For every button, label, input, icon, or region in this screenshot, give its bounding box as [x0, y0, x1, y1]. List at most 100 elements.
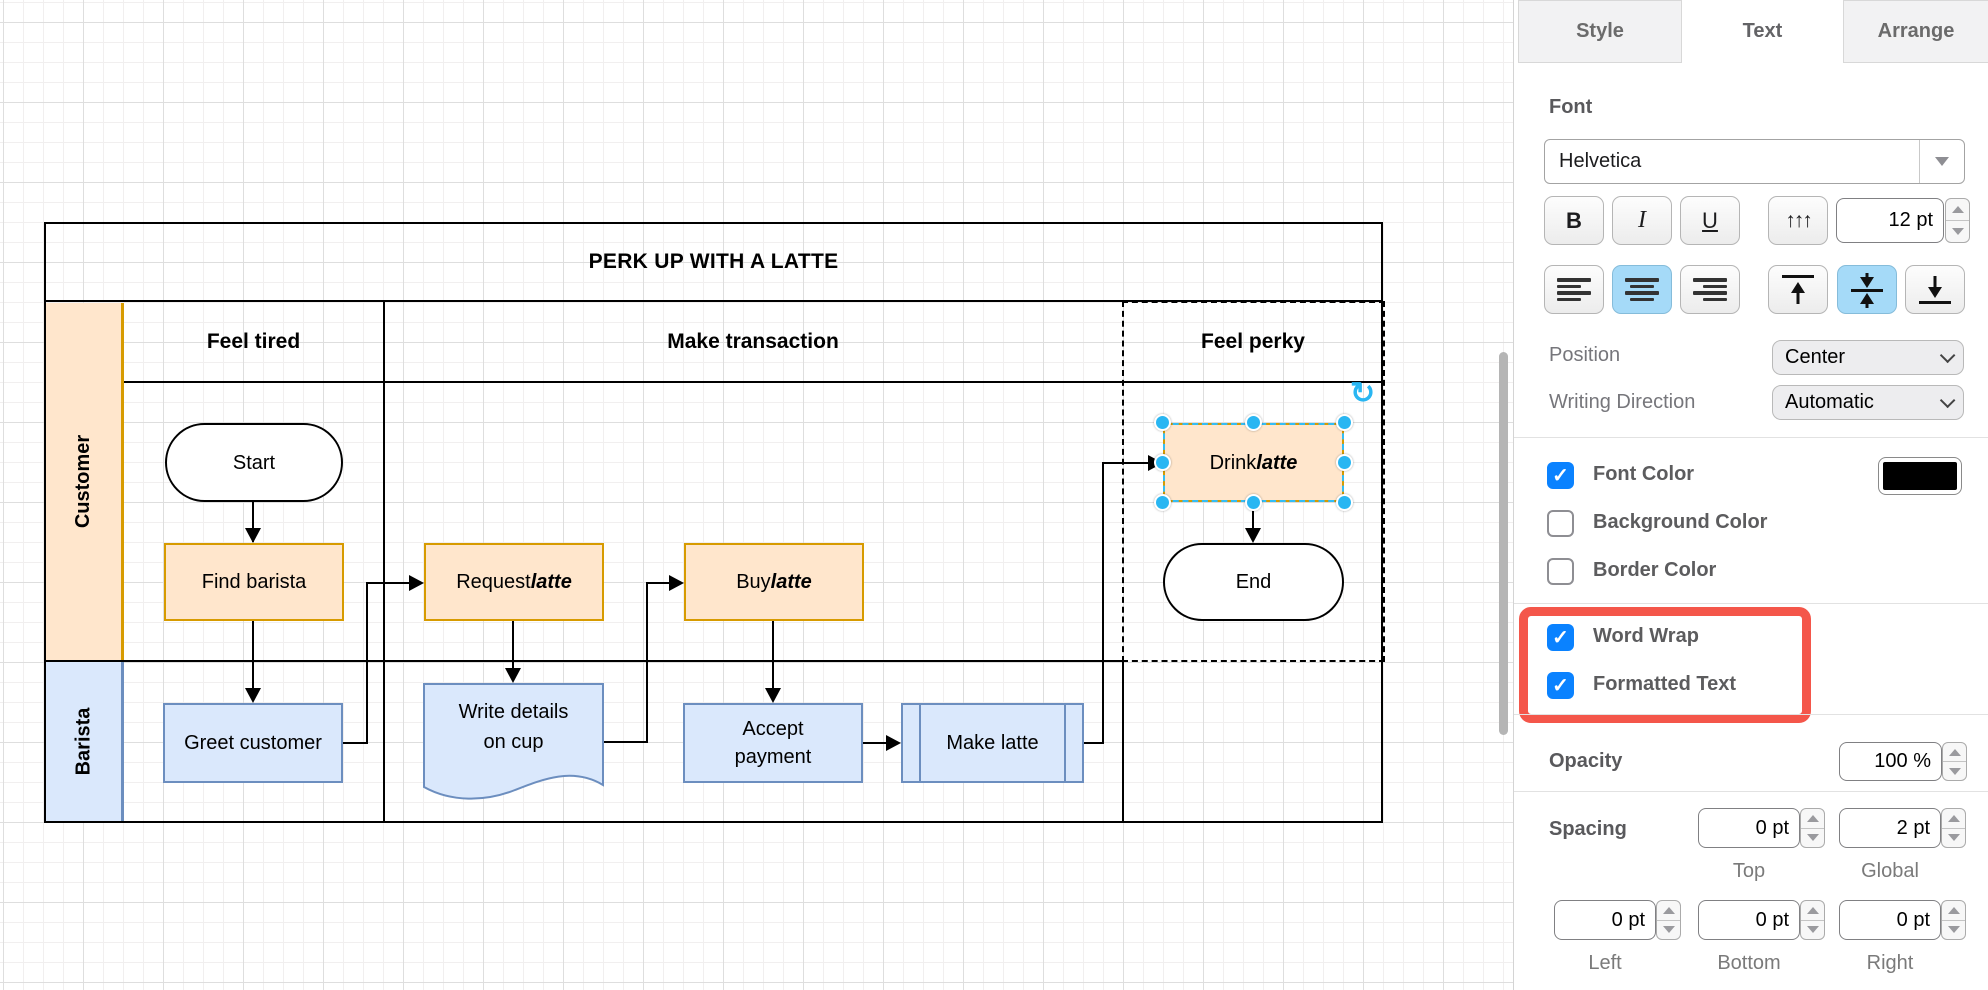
connector-write-buy[interactable] [646, 582, 670, 584]
selection-handle-sw[interactable] [1154, 494, 1171, 511]
phase-make-transaction[interactable]: Make transaction [383, 302, 1123, 382]
node-find-barista[interactable]: Find barista [164, 543, 344, 621]
node-greet-customer[interactable]: Greet customer [163, 703, 343, 783]
align-center-button[interactable] [1612, 265, 1672, 314]
selection-handle-ne[interactable] [1336, 414, 1353, 431]
lane-barista[interactable]: Barista [46, 662, 124, 821]
subprocess-bar [919, 705, 921, 781]
selection-handle-w[interactable] [1154, 454, 1171, 471]
connector-make-drink[interactable] [1102, 462, 1149, 464]
diagram-canvas[interactable]: PERK UP WITH A LATTE Customer Barista Fe… [0, 0, 1513, 990]
stepper-up-icon[interactable] [1946, 199, 1969, 220]
connector-write-buy[interactable] [604, 741, 648, 743]
stepper-up-icon[interactable] [1942, 901, 1965, 920]
position-select[interactable]: Center [1772, 340, 1964, 375]
connector-write-buy[interactable] [646, 582, 648, 743]
node-buy-latte[interactable]: Buy latte [684, 543, 864, 621]
spacing-right-stepper[interactable] [1941, 900, 1966, 940]
formatted-text-checkbox[interactable]: ✓ [1547, 672, 1574, 699]
underline-button[interactable]: U [1680, 196, 1740, 245]
spacing-top-input[interactable] [1698, 808, 1800, 848]
connector-greet-request[interactable] [366, 582, 410, 584]
node-label: Make latte [946, 729, 1038, 757]
spacing-right-input[interactable] [1839, 900, 1941, 940]
stepper-down-icon[interactable] [1942, 828, 1965, 848]
background-color-checkbox[interactable] [1547, 510, 1574, 537]
stepper-up-icon[interactable] [1657, 901, 1680, 920]
align-left-button[interactable] [1544, 265, 1604, 314]
selection-handle-s[interactable] [1245, 494, 1262, 511]
stepper-up-icon[interactable] [1942, 809, 1965, 828]
font-size-input[interactable] [1836, 198, 1944, 243]
valign-top-button[interactable] [1768, 265, 1828, 314]
spacing-top-stepper[interactable] [1800, 808, 1825, 848]
stepper-up-icon[interactable] [1801, 901, 1824, 920]
font-family-combobox[interactable]: Helvetica [1544, 139, 1965, 184]
stepper-down-icon[interactable] [1946, 220, 1969, 242]
border-color-checkbox[interactable] [1547, 558, 1574, 585]
spacing-bottom-input[interactable] [1698, 900, 1800, 940]
word-wrap-checkbox[interactable]: ✓ [1547, 624, 1574, 651]
connector-request-write[interactable] [512, 621, 514, 669]
spacing-global-input[interactable] [1839, 808, 1941, 848]
selection-handle-n[interactable] [1245, 414, 1262, 431]
align-right-icon [1693, 278, 1727, 301]
tab-arrange[interactable]: Arrange [1843, 0, 1988, 63]
spacing-bottom-stepper[interactable] [1800, 900, 1825, 940]
tab-text[interactable]: Text [1682, 0, 1843, 63]
stepper-down-icon[interactable] [1943, 761, 1966, 780]
connector-make-drink[interactable] [1084, 742, 1104, 744]
font-color-swatch[interactable] [1878, 457, 1962, 495]
bold-button[interactable]: B [1544, 196, 1604, 245]
node-start[interactable]: Start [165, 423, 343, 502]
opacity-input[interactable] [1839, 742, 1942, 781]
vertical-text-button[interactable]: ↑↑↑ [1768, 196, 1828, 245]
stepper-up-icon[interactable] [1801, 809, 1824, 828]
node-drink-latte[interactable]: Drink latte [1163, 423, 1344, 502]
stepper-down-icon[interactable] [1942, 920, 1965, 940]
selection-handle-se[interactable] [1336, 494, 1353, 511]
phase-feel-tired[interactable]: Feel tired [124, 302, 383, 382]
stepper-up-icon[interactable] [1943, 743, 1966, 761]
node-label-emphasis: latte [1256, 449, 1297, 477]
stepper-down-icon[interactable] [1657, 920, 1680, 940]
node-end[interactable]: End [1163, 543, 1344, 621]
rotate-handle-icon[interactable]: ↻ [1350, 380, 1375, 408]
font-color-checkbox[interactable]: ✓ [1547, 462, 1574, 489]
italic-button[interactable]: I [1612, 196, 1672, 245]
stepper-down-icon[interactable] [1801, 828, 1824, 848]
connector-greet-request[interactable] [343, 742, 368, 744]
valign-bottom-button[interactable] [1905, 265, 1965, 314]
writing-direction-select[interactable]: Automatic [1772, 385, 1964, 420]
node-request-latte[interactable]: Request latte [424, 543, 604, 621]
connector-accept-make[interactable] [863, 742, 887, 744]
spacing-global-stepper[interactable] [1941, 808, 1966, 848]
selection-handle-nw[interactable] [1154, 414, 1171, 431]
align-right-button[interactable] [1680, 265, 1740, 314]
divider [1514, 791, 1988, 792]
pool-title[interactable]: PERK UP WITH A LATTE [44, 222, 1383, 302]
chevron-down-icon [1940, 348, 1956, 364]
tab-style[interactable]: Style [1518, 0, 1682, 63]
node-make-latte[interactable]: Make latte [901, 703, 1084, 783]
node-label-emphasis: latte [771, 568, 812, 596]
arrowhead-icon [409, 575, 424, 591]
stepper-down-icon[interactable] [1801, 920, 1824, 940]
position-label: Position [1549, 344, 1620, 367]
connector-make-drink[interactable] [1102, 462, 1104, 744]
chevron-down-icon[interactable] [1920, 157, 1964, 166]
spacing-left-caption: Left [1588, 952, 1621, 975]
node-write-details[interactable]: Write details on cup [423, 683, 604, 813]
vertical-scrollbar[interactable] [1499, 352, 1508, 735]
font-size-stepper[interactable] [1945, 198, 1970, 243]
valign-middle-button[interactable] [1837, 265, 1897, 314]
connector-find-greet[interactable] [252, 621, 254, 689]
opacity-stepper[interactable] [1942, 742, 1967, 781]
node-accept-payment[interactable]: Accept payment [683, 703, 863, 783]
spacing-left-stepper[interactable] [1656, 900, 1681, 940]
connector-buy-accept[interactable] [772, 621, 774, 689]
selection-handle-e[interactable] [1336, 454, 1353, 471]
connector-greet-request[interactable] [366, 582, 368, 744]
spacing-left-input[interactable] [1554, 900, 1656, 940]
lane-customer[interactable]: Customer [46, 303, 124, 660]
